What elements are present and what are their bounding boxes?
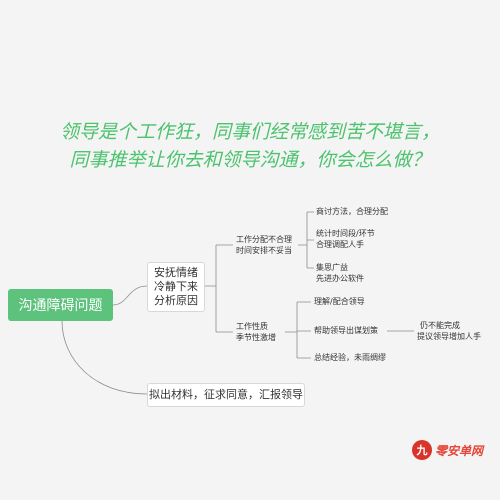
cannot-finish-line-2: 提议领导增加人手 (417, 332, 481, 341)
cause-unreasonable-line-2: 时间安排不妥当 (236, 246, 292, 255)
connector-cause1-solutions (298, 211, 314, 269)
root-node: 沟通障碍问题 (8, 289, 113, 321)
brainstorm-line-2: 先进办公软件 (316, 274, 364, 283)
help-plan-label: 帮助领导出谋划策 (314, 326, 378, 335)
understand-node: 理解/配合领导 (314, 296, 365, 307)
question-line-2: 同事推举让你去和领导沟通，你会怎么做？ (69, 149, 431, 171)
root-label: 沟通障碍问题 (18, 298, 103, 314)
schedule-line-1: 统计时间段/环节 (316, 229, 375, 238)
cause-unreasonable-node: 工作分配不合理 时间安排不妥当 (236, 234, 292, 256)
calm-line-3: 分析原因 (154, 294, 198, 307)
calm-node: 安抚情绪 冷静下来 分析原因 (147, 262, 205, 312)
report-label: 拟出材料，征求同意，汇报领导 (149, 388, 303, 401)
connector-root-calm (112, 285, 148, 306)
cannot-finish-line-1: 仍不能完成 (420, 321, 460, 330)
understand-label: 理解/配合领导 (314, 297, 365, 306)
brainstorm-line-1: 集思广益 (316, 263, 348, 272)
calm-line-1: 安抚情绪 (154, 266, 198, 279)
question-line-1: 领导是个工作狂，同事们经常感到苦不堪言， (59, 121, 440, 143)
discuss-methods-label: 商讨方法，合理分配 (316, 207, 388, 216)
summarize-label: 总结经验，未雨绸缪 (314, 353, 386, 362)
brainstorm-node: 集思广益 先进办公软件 (316, 262, 364, 284)
summarize-node: 总结经验，未雨绸缪 (314, 352, 386, 363)
watermark-text: 零安单网 (435, 443, 484, 458)
cause-seasonal-node: 工作性质 季节性激增 (236, 321, 276, 343)
cause-seasonal-line-2: 季节性激增 (236, 333, 276, 342)
cause-unreasonable-line-1: 工作分配不合理 (236, 235, 292, 244)
connector-root-report (61, 320, 148, 395)
calm-line-2: 冷静下来 (154, 280, 198, 293)
discuss-methods-node: 商讨方法，合理分配 (316, 206, 388, 217)
watermark-seal-icon: 九 (412, 440, 432, 460)
site-watermark: 九 零安单网 (412, 437, 492, 463)
cannot-finish-node: 仍不能完成 提议领导增加人手 (417, 320, 481, 342)
help-plan-node: 帮助领导出谋划策 (314, 325, 378, 336)
schedule-line-2: 合理调配人手 (316, 240, 364, 249)
connector-cause2-solutions (285, 301, 311, 359)
cause-seasonal-line-1: 工作性质 (236, 322, 268, 331)
schedule-node: 统计时间段/环节 合理调配人手 (316, 228, 375, 250)
report-node: 拟出材料，征求同意，汇报领导 (147, 383, 305, 407)
connector-calm-causes (203, 244, 233, 333)
